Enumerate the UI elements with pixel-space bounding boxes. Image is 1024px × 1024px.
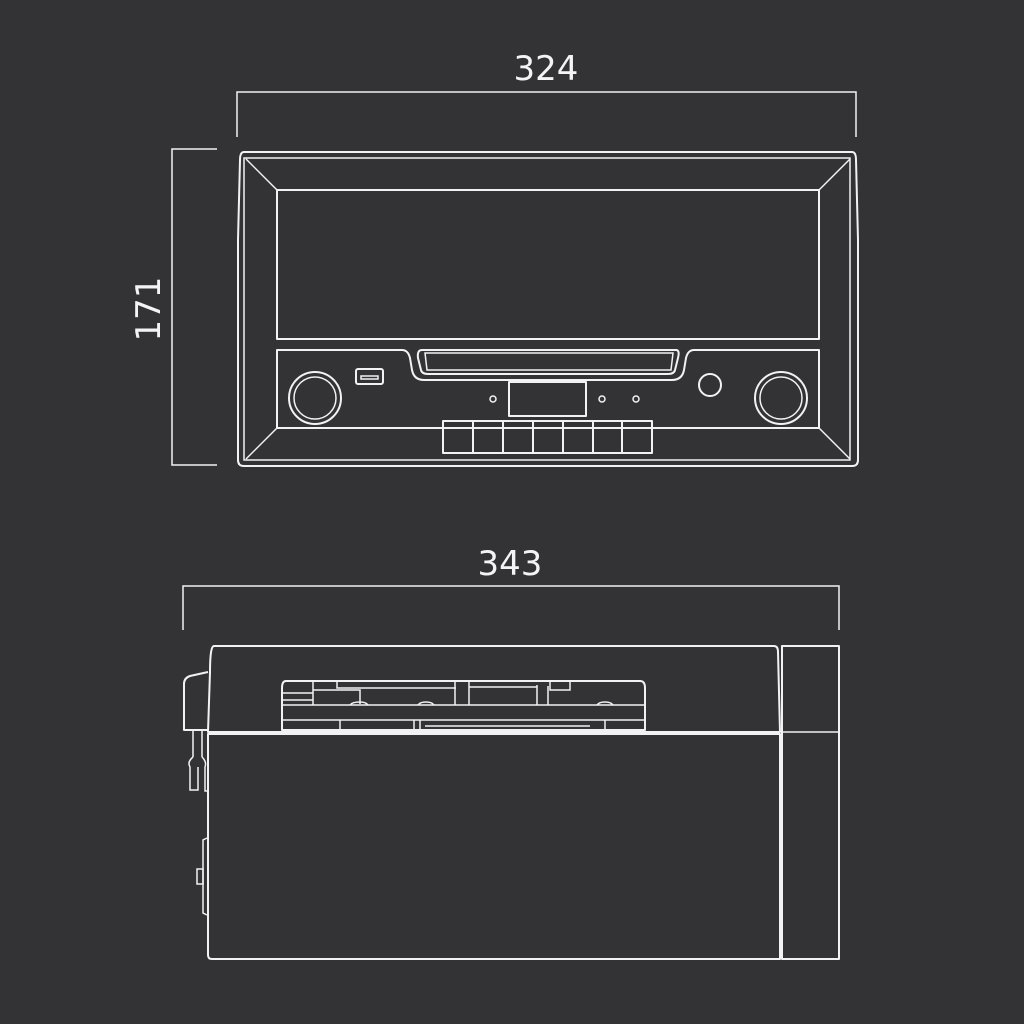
front-connector	[188, 730, 208, 792]
width-dimension: 324	[236, 49, 857, 137]
width-label: 324	[514, 49, 579, 89]
volume-knob[interactable]	[288, 371, 342, 425]
button-6[interactable]	[593, 421, 622, 453]
button-5[interactable]	[563, 421, 593, 453]
speaker-panel	[276, 189, 820, 340]
button-7[interactable]	[622, 421, 652, 453]
button-2[interactable]	[473, 421, 503, 453]
headphone-jack[interactable]	[698, 373, 722, 397]
usb-port-icon	[355, 368, 384, 385]
rear-panel	[781, 645, 840, 960]
control-panel	[276, 349, 820, 429]
indicator-led	[598, 395, 606, 403]
base-cabinet	[207, 733, 781, 960]
height-dimension: 171	[129, 148, 217, 466]
turntable-profile	[281, 680, 646, 731]
display-window	[508, 381, 587, 417]
indicator-led	[489, 395, 497, 403]
cabinet-outline	[237, 151, 859, 467]
depth-label: 343	[478, 544, 543, 584]
lid-outline	[207, 645, 781, 733]
cabinet-inner-frame	[243, 157, 851, 461]
front-view: 324 171	[129, 49, 859, 467]
cd-slot[interactable]	[416, 349, 680, 375]
button-3[interactable]	[503, 421, 533, 453]
button-4[interactable]	[533, 421, 563, 453]
indicator-led	[632, 395, 640, 403]
side-switch[interactable]	[196, 837, 208, 916]
side-view: 343	[182, 544, 840, 960]
front-hinge	[183, 671, 209, 731]
depth-dimension: 343	[182, 544, 840, 630]
height-label: 171	[129, 277, 169, 342]
button-1[interactable]	[443, 421, 473, 453]
tuning-knob[interactable]	[754, 371, 808, 425]
control-buttons	[442, 420, 653, 454]
